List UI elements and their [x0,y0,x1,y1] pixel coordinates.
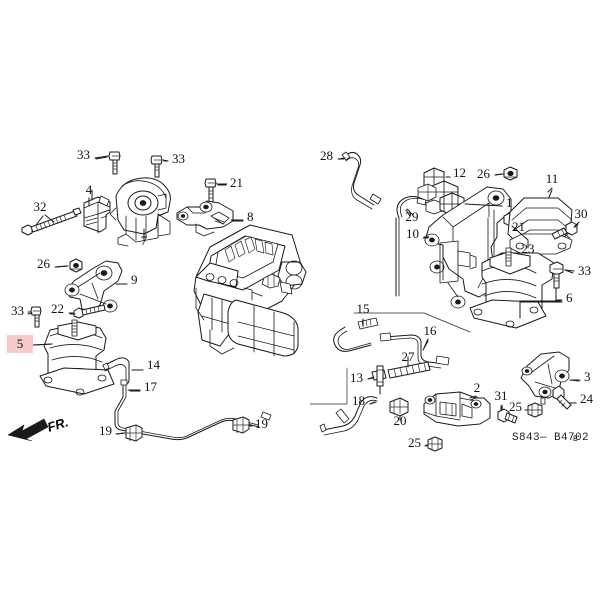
part-33c-bolt [27,306,42,328]
callout-12: 12 [453,165,466,180]
part-25a-nut [524,402,543,418]
fr-direction-arrow [7,418,49,442]
callout-33: 33 [11,303,24,318]
callout-11: 11 [546,171,559,186]
part-24-bolt [552,385,577,410]
callout-33: 33 [77,147,90,162]
callout-1: 1 [506,195,513,210]
callout-27: 27 [402,349,416,364]
part-13-t-fitting [367,365,387,395]
part-15-hose [333,317,379,352]
part-33b-bolt [150,155,169,178]
part-32-long-bolt [21,207,82,236]
callout-15: 15 [357,301,370,316]
part-26b-nut [494,166,518,181]
part-31-bolt [497,405,518,424]
callout-25: 25 [509,399,522,414]
part-22-bolt [68,304,106,319]
diagram-part-code-suffix: B [573,435,578,444]
callout-8: 8 [247,209,254,224]
part-19a-clip [115,424,143,442]
callout-leader-lines [27,156,580,447]
part-30-bolt [551,221,579,240]
callout-14: 14 [147,357,161,372]
part-18-hose [319,396,378,436]
part-2-transmission-mount [423,391,491,427]
callout-32: 32 [34,199,47,214]
callout-26: 26 [477,166,491,181]
part-26a-nut [54,258,83,273]
reference-line-b [309,367,348,405]
callout-13: 13 [350,370,363,385]
highlighted-callout-5: 5 [16,336,24,351]
part-16-pipe [379,332,450,369]
callout-17: 17 [144,379,158,394]
callout-29: 29 [406,209,419,224]
part-4-mount-bracket [83,189,111,234]
callout-23: 23 [522,241,535,256]
diagram-part-code: S843— B4702 [512,432,589,444]
part-7-engine-mount [109,177,171,247]
callout-4: 4 [86,182,93,197]
callout-10: 10 [406,226,419,241]
callout-18: 18 [352,393,365,408]
callout-9: 9 [131,272,138,287]
part-6-engine-mount [469,247,563,329]
fr-direction-label: FR. [45,414,69,434]
part-25b-nut [424,436,443,452]
callout-25: 25 [408,435,421,450]
part-17-fuel-pipe [114,379,272,441]
callout-28: 28 [320,148,333,163]
part-21a-bolt [204,178,228,204]
part-33a-bolt [94,151,121,175]
callout-30: 30 [575,206,588,221]
callout-33: 33 [172,151,185,166]
reference-line-a [353,312,471,333]
callout-7: 7 [141,233,148,248]
callout-3: 3 [584,369,591,384]
callout-22: 22 [51,301,64,316]
callout-6: 6 [566,290,573,305]
part-5-rear-engine-mount [34,319,115,396]
callout-33: 33 [578,263,591,278]
part-19b-clip [232,416,253,434]
callout-21: 21 [230,175,243,190]
callout-19: 19 [255,416,268,431]
engine-block-illustration [193,224,307,357]
callout-21: 21 [512,219,525,234]
callout-24: 24 [580,391,594,406]
part-8-bracket [176,200,244,237]
part-3-bracket [520,351,581,405]
part-28-hose [337,151,382,210]
highlight-box-item-5 [7,335,33,353]
callout-19: 19 [99,423,112,438]
part-33d-bolt [549,261,575,301]
callout-16: 16 [424,323,438,338]
part-12-solenoid-valve [417,167,459,215]
callout-20: 20 [394,413,407,428]
callout-26: 26 [37,256,51,271]
callout-2: 2 [474,380,481,395]
callout-31: 31 [495,388,508,403]
